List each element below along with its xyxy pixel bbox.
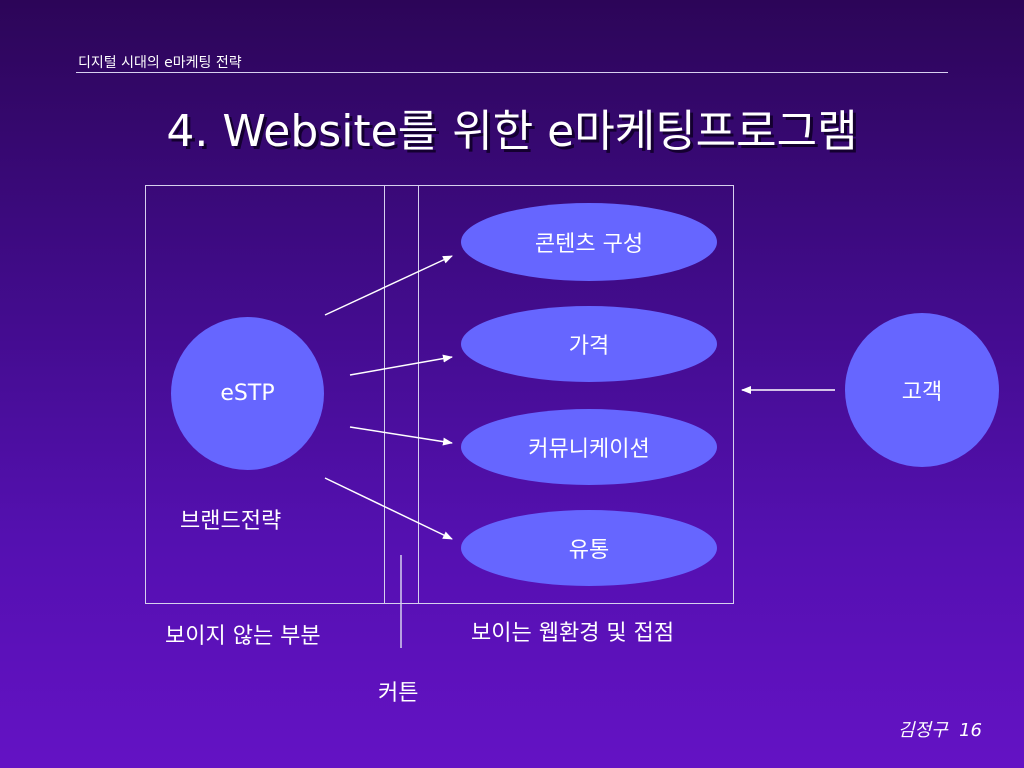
estp-circle: eSTP (171, 317, 324, 470)
program-communication-label: 커뮤니케이션 (528, 437, 650, 462)
program-distribution-label: 유통 (568, 538, 610, 563)
slide-header: 디지털 시대의 e마케팅 전략 (78, 55, 242, 71)
estp-label: eSTP (220, 381, 275, 406)
arrow-estp-to-distribution (324, 477, 453, 540)
slide-footer: 김정구 16 (898, 716, 982, 742)
program-price-ellipse: 가격 (461, 306, 717, 382)
header-divider (76, 72, 948, 73)
slide-title: 4. Website를 위한 e마케팅프로그램 (166, 106, 858, 157)
brand-strategy-label: 브랜드전략 (180, 509, 282, 534)
customer-circle: 고객 (845, 313, 999, 467)
curtain-label: 커튼 (378, 681, 419, 706)
author-name: 김정구 (897, 720, 948, 741)
page-number: 16 (959, 720, 982, 741)
visible-web-label: 보이는 웹환경 및 접점 (471, 621, 675, 646)
visible-area-box (418, 185, 734, 604)
arrow-estp-to-content (324, 255, 453, 316)
program-communication-ellipse: 커뮤니케이션 (461, 409, 717, 485)
arrow-estp-to-communication (349, 426, 453, 446)
program-price-label: 가격 (568, 334, 610, 359)
program-content-ellipse: 콘텐츠 구성 (461, 203, 717, 281)
program-distribution-ellipse: 유통 (461, 510, 717, 586)
program-content-label: 콘텐츠 구성 (534, 232, 644, 257)
customer-label: 고객 (901, 380, 943, 405)
invisible-part-label: 보이지 않는 부분 (165, 624, 321, 649)
arrow-estp-to-price (349, 354, 453, 376)
